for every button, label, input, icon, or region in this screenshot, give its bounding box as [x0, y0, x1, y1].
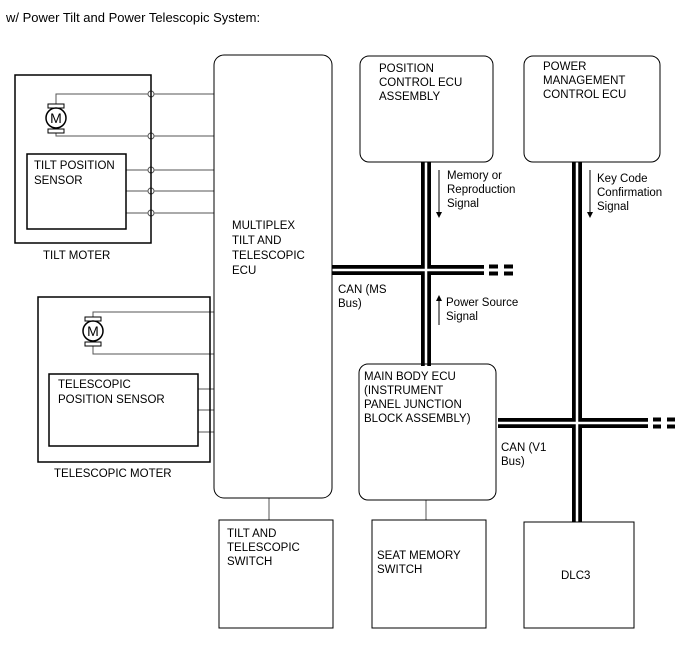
dlc3-label: DLC3 [561, 570, 590, 582]
signal-wires [55, 93, 427, 520]
motor-icon: M [45, 103, 67, 134]
bus-lines [332, 162, 675, 522]
component-boxes [14, 54, 661, 629]
multiplex-ecu-box [213, 54, 333, 499]
tilt-telescopic-switch-box [218, 519, 334, 629]
motor-icon: M [82, 316, 104, 347]
power-source-signal-label: Power Source Signal [446, 297, 521, 323]
telescopic-position-sensor-box [48, 373, 199, 447]
tilt-moter-box [14, 74, 152, 244]
telescopic-moter-box [37, 296, 211, 463]
position-control-ecu-box [359, 55, 494, 163]
tilt-moter-label: TILT MOTER [43, 250, 110, 262]
main-body-ecu-box [358, 363, 497, 501]
seat-memory-switch-label: SEAT MEMORY SWITCH [377, 550, 464, 576]
main-body-ecu-label: MAIN BODY ECU (INSTRUMENT PANEL JUNCTION… [364, 371, 471, 425]
power-management-ecu-label: POWER MANAGEMENT CONTROL ECU [543, 61, 628, 101]
telescopic-moter-label: TELESCOPIC MOTER [54, 468, 172, 480]
diagram-title: w/ Power Tilt and Power Telescopic Syste… [5, 10, 260, 25]
power-management-ecu-box [523, 55, 661, 163]
tilt-telescopic-switch-label: TILT AND TELESCOPIC SWITCH [227, 528, 303, 568]
tilt-position-sensor-box [26, 153, 127, 230]
can-v1-bus-label: CAN (V1 Bus) [501, 442, 550, 468]
dlc3-box [523, 521, 635, 629]
tilt-position-sensor-label: TILT POSITION SENSOR [34, 160, 118, 187]
position-control-ecu-label: POSITION CONTROL ECU ASSEMBLY [379, 63, 465, 103]
multiplex-ecu-label: MULTIPLEX TILT AND TELESCOPIC ECU [232, 220, 308, 277]
key-code-signal-label: Key Code Confirmation Signal [597, 173, 665, 213]
telescopic-position-sensor-label: TELESCOPIC POSITION SENSOR [58, 379, 165, 406]
svg-text:M: M [87, 323, 99, 339]
svg-text:M: M [50, 110, 62, 126]
can-ms-bus-label: CAN (MS Bus) [338, 284, 390, 310]
seat-memory-switch-box [371, 519, 487, 629]
signal-arrows [436, 170, 593, 325]
memory-signal-label: Memory or Reproduction Signal [447, 170, 519, 210]
